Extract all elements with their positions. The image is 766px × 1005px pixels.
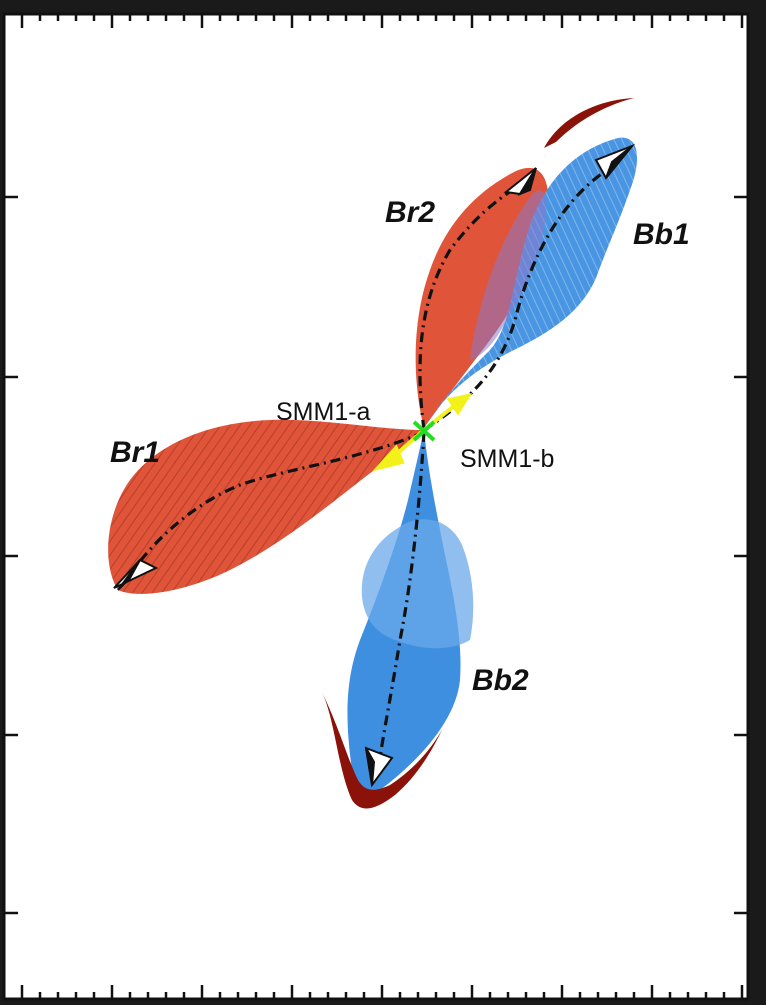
- bb2-bulb: [361, 519, 474, 649]
- jet-arrowhead-nw: [372, 444, 405, 472]
- label-smm1-a: SMM1-a: [276, 398, 371, 426]
- br2-axis: [418, 183, 521, 431]
- jet-arrowhead-ne: [446, 393, 473, 416]
- arrowhead-icon: [517, 167, 537, 197]
- label-smm1-b: SMM1-b: [460, 445, 554, 473]
- bb2-bow-arc: [322, 692, 443, 809]
- label-bb2: Bb2: [472, 664, 529, 697]
- br2-bb1-overlap: [470, 190, 547, 360]
- axis-ticks: [4, 14, 748, 999]
- bb1-bow-arc: [544, 98, 634, 148]
- arrowhead-icon: [365, 747, 376, 786]
- arrowheads: [113, 143, 636, 788]
- br1-axis: [128, 430, 425, 576]
- label-br2: Br2: [385, 196, 435, 229]
- arrowhead-icon: [605, 145, 633, 179]
- bb1-lobe: [424, 137, 638, 428]
- source-marker-icon: [412, 420, 436, 442]
- label-br1: Br1: [110, 436, 160, 469]
- arrowhead-icon: [117, 559, 141, 591]
- plot-frame: [2, 12, 750, 1001]
- label-bb1: Bb1: [633, 218, 690, 251]
- bb2-axis: [376, 431, 426, 771]
- br1-lobe: [108, 419, 424, 594]
